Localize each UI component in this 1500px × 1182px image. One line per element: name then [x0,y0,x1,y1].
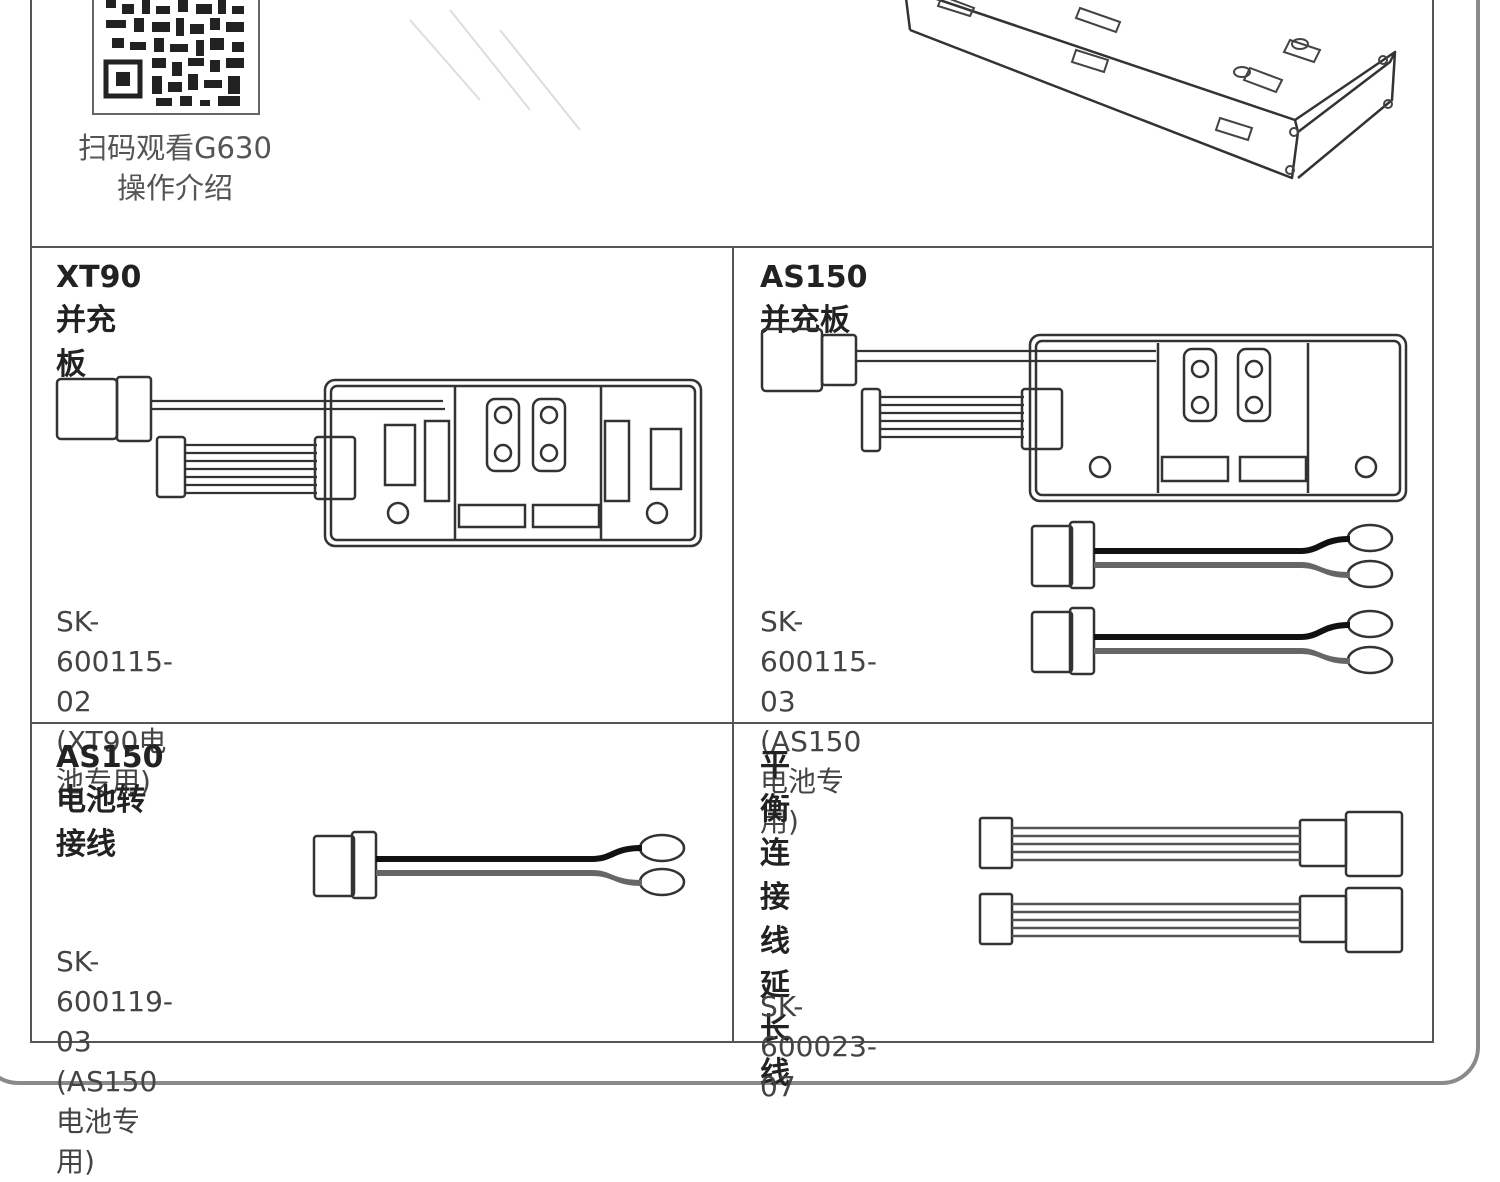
balance-cable-illustration-2 [978,886,1404,954]
grid-divider-vertical [732,246,734,1043]
panel-title: 平衡连接线延长线 [760,748,790,1091]
part-number-code: SK-600115-03 [760,605,877,718]
panel-title: AS150电池转接线 [56,740,164,862]
qr-caption-line1: 扫码观看G630 [78,131,272,165]
as150-board-illustration [760,327,1408,503]
as150-cable-illustration [312,830,686,900]
grid-right-border [1432,0,1434,1043]
part-number-code: SK-600023-07 [760,990,877,1103]
part-number: SK-600023-07 [760,987,877,1107]
accessory-grid [30,0,1434,1043]
part-number: SK-600119-03 (AS150电池专用) [56,942,173,1182]
balance-cable-illustration-1 [978,810,1404,878]
grid-left-border [30,0,32,1043]
as150-adapter-cable-illustration-2 [1030,606,1394,676]
part-number-code: SK-600115-02 [56,605,173,718]
part-number-code: SK-600119-03 [56,945,173,1058]
panel-title: XT90并充板 [56,260,142,382]
qr-caption: 扫码观看G630 操作介绍 [74,128,276,208]
part-number: SK-600115-02 (XT90电池专用) [56,602,173,802]
part-number-note: (XT90电池专用) [56,725,167,798]
part-number-note: (AS150电池专用) [56,1065,158,1178]
page-frame [0,0,1480,1085]
part-number: SK-600115-03 (AS150电池专用) [760,602,877,842]
qr-code [92,0,260,115]
qr-caption-line2: 操作介绍 [116,171,233,205]
as150-adapter-cable-illustration-1 [1030,520,1394,590]
charger-device-illustration [409,0,1397,180]
part-number-note: (AS150电池专用) [760,725,862,838]
panel-title: AS150并充板 [760,260,868,338]
xt90-board-illustration [55,375,703,548]
